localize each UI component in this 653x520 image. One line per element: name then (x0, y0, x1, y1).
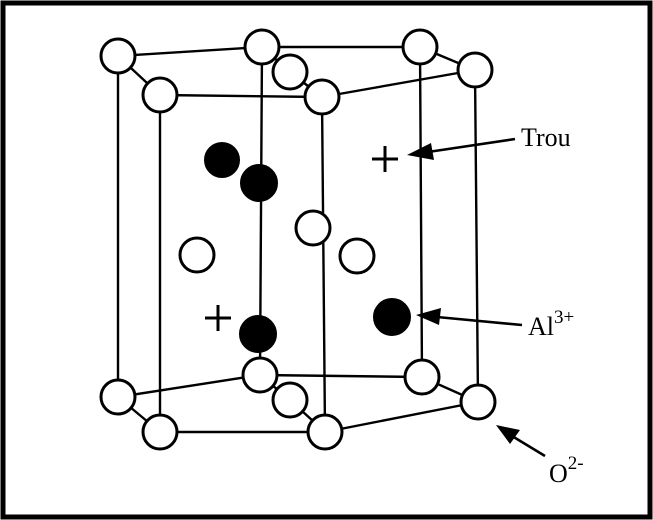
edge (418, 46, 424, 378)
oxide-ion (271, 53, 309, 91)
oxide-ion (306, 413, 344, 451)
oxide-ion (271, 381, 309, 419)
oxide-ions (99, 28, 497, 451)
aluminum-ion (239, 315, 277, 353)
edge (320, 96, 327, 433)
arrow-al (416, 308, 523, 327)
holes (205, 146, 398, 331)
edge (117, 45, 263, 58)
label-o-base: O (549, 459, 568, 488)
oxide-ion (338, 237, 376, 275)
aluminum-ion (204, 142, 240, 178)
oxide-ion (456, 51, 494, 89)
edge (259, 373, 423, 379)
oxide-ion (294, 209, 332, 247)
edge (117, 373, 261, 399)
oxide-ion (401, 28, 439, 66)
oxide-ion (403, 358, 441, 396)
label-al-charge: 3+ (554, 307, 574, 328)
plus-icon (205, 305, 231, 331)
edge (473, 69, 480, 403)
edge (159, 93, 323, 99)
oxide-ion (99, 37, 137, 75)
aluminum-ion (373, 298, 411, 336)
oxide-ion (141, 413, 179, 451)
label-al-base: Al (528, 312, 554, 341)
oxide-ion (241, 356, 279, 394)
oxide-ion (243, 28, 281, 66)
oxide-ion (178, 236, 216, 274)
aluminum-ions (204, 142, 411, 353)
arrow-o (496, 425, 546, 458)
edge (321, 68, 476, 99)
oxide-ion (459, 383, 497, 421)
arrow-trou (407, 137, 516, 160)
edge (324, 400, 479, 434)
oxide-ion (303, 78, 341, 116)
oxide-ion (141, 76, 179, 114)
label-trou: Trou (521, 123, 571, 152)
label-o-charge: 2- (568, 453, 584, 474)
label-al: Al3+ (528, 307, 574, 341)
oxide-ion (99, 378, 137, 416)
plus-icon (372, 146, 398, 172)
label-o: O2- (549, 453, 584, 488)
aluminum-ion (240, 164, 278, 202)
